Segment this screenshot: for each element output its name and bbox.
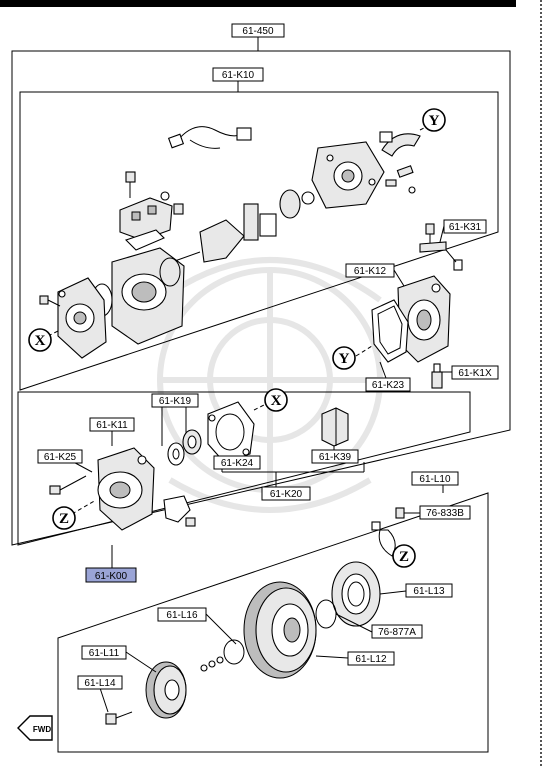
callout-y-right: [332, 346, 356, 370]
label-76-833b-text: 76-833B: [426, 508, 464, 519]
top-rule: [0, 0, 516, 7]
label-61-k24-text: 61-K24: [221, 458, 254, 469]
label-61-l13: 61-L13: [405, 583, 453, 598]
label-76-877a-text: 76-877A: [378, 627, 416, 638]
label-61-k25: 61-K25: [37, 449, 83, 464]
label-61-l13-text: 61-L13: [413, 586, 445, 597]
label-61-k20: 61-K20: [261, 486, 311, 501]
callout-x-middle-letter: X: [271, 393, 282, 409]
label-61-l12: 61-L12: [347, 651, 395, 666]
label-76-877a: 76-877A: [371, 624, 423, 639]
label-61-l10: 61-L10: [411, 471, 459, 486]
rear-head-part: [397, 275, 451, 363]
callout-z-left: [52, 506, 76, 530]
callout-x-left-letter: X: [35, 333, 46, 349]
bracket-clip-part: [163, 495, 196, 527]
label-61-k31: 61-K31: [443, 219, 487, 234]
shaft-seal-part: [167, 429, 202, 466]
label-61-k39-text: 61-K39: [319, 452, 352, 463]
label-61-450-text: 61-450: [242, 26, 274, 37]
callout-y-top: [422, 108, 446, 132]
gasket-part: [371, 299, 409, 363]
callout-x-left: [28, 328, 52, 352]
bolt-part: [39, 295, 61, 307]
label-61-k12: 61-K12: [345, 263, 395, 278]
control-valve-part: [119, 197, 173, 251]
label-61-k23-text: 61-K23: [372, 380, 405, 391]
snap-ring-part: [315, 599, 337, 629]
callout-z-left-letter: Z: [59, 511, 69, 527]
label-61-k11-text: 61-K11: [96, 420, 128, 431]
screw-part: [125, 171, 184, 215]
pressure-plate-part: [145, 661, 187, 719]
field-coil-part: [331, 561, 381, 627]
label-61-k00-text: 61-K00: [95, 571, 128, 582]
callout-y-right-letter: Y: [339, 351, 350, 367]
label-61-k25-text: 61-K25: [44, 452, 77, 463]
callout-z-right-letter: Z: [399, 549, 409, 565]
k20-subassembly-outline: [17, 391, 471, 546]
callout-y-top-letter: Y: [429, 113, 440, 129]
label-61-l10-text: 61-L10: [419, 474, 451, 485]
label-61-k24: 61-K24: [213, 455, 261, 470]
label-61-l14: 61-L14: [77, 675, 123, 690]
label-61-k31-text: 61-K31: [449, 222, 482, 233]
label-61-k00: 61-K00: [85, 567, 137, 583]
pin-part: [385, 165, 416, 194]
label-61-l12-text: 61-L12: [355, 654, 387, 665]
label-61-l11-text: 61-L11: [89, 648, 120, 659]
label-61-k19-text: 61-K19: [159, 396, 192, 407]
label-61-k23: 61-K23: [365, 377, 411, 392]
label-61-450: 61-450: [231, 23, 285, 38]
label-61-l11: 61-L11: [81, 645, 127, 660]
label-61-k39: 61-K39: [311, 449, 359, 464]
relief-valve-part: [431, 363, 443, 389]
callout-z-right: [392, 544, 416, 568]
assembly-outline: [11, 50, 511, 546]
label-61-k10-text: 61-K10: [222, 70, 255, 81]
fwd-label: FWD: [33, 725, 51, 734]
o-ring-gasket-part: [207, 401, 255, 463]
label-61-l16-text: 61-L16: [166, 610, 198, 621]
label-61-k1x-text: 61-K1X: [458, 368, 492, 379]
label-61-l16: 61-L16: [157, 607, 207, 622]
clutch-assembly-outline: [57, 492, 489, 753]
label-61-k1x: 61-K1X: [451, 365, 499, 380]
label-61-k10: 61-K10: [212, 67, 264, 82]
valve-fitting-part: [419, 223, 463, 271]
fwd-arrow-icon: [17, 715, 53, 741]
callout-x-middle: [264, 388, 288, 412]
bracket-part: [379, 131, 421, 157]
wiring-harness-part: [167, 126, 252, 149]
k10-subassembly-outline: [19, 91, 499, 391]
k25-bolt-part: [49, 475, 87, 495]
center-bolt-part: [105, 711, 133, 725]
rear-plate-part: [311, 141, 385, 209]
pulley-part: [243, 581, 317, 679]
label-61-k12-text: 61-K12: [354, 266, 387, 277]
label-61-k19: 61-K19: [151, 393, 199, 408]
label-61-k20-text: 61-K20: [270, 489, 303, 500]
label-61-l14-text: 61-L14: [84, 678, 116, 689]
cylinder-block-part: [91, 247, 185, 345]
shim-part: [200, 639, 245, 672]
oil-part: [321, 407, 349, 447]
front-head-part: [97, 447, 155, 531]
label-61-k11: 61-K11: [89, 417, 135, 432]
label-76-833b: 76-833B: [419, 505, 471, 520]
front-housing-part: [57, 277, 107, 359]
